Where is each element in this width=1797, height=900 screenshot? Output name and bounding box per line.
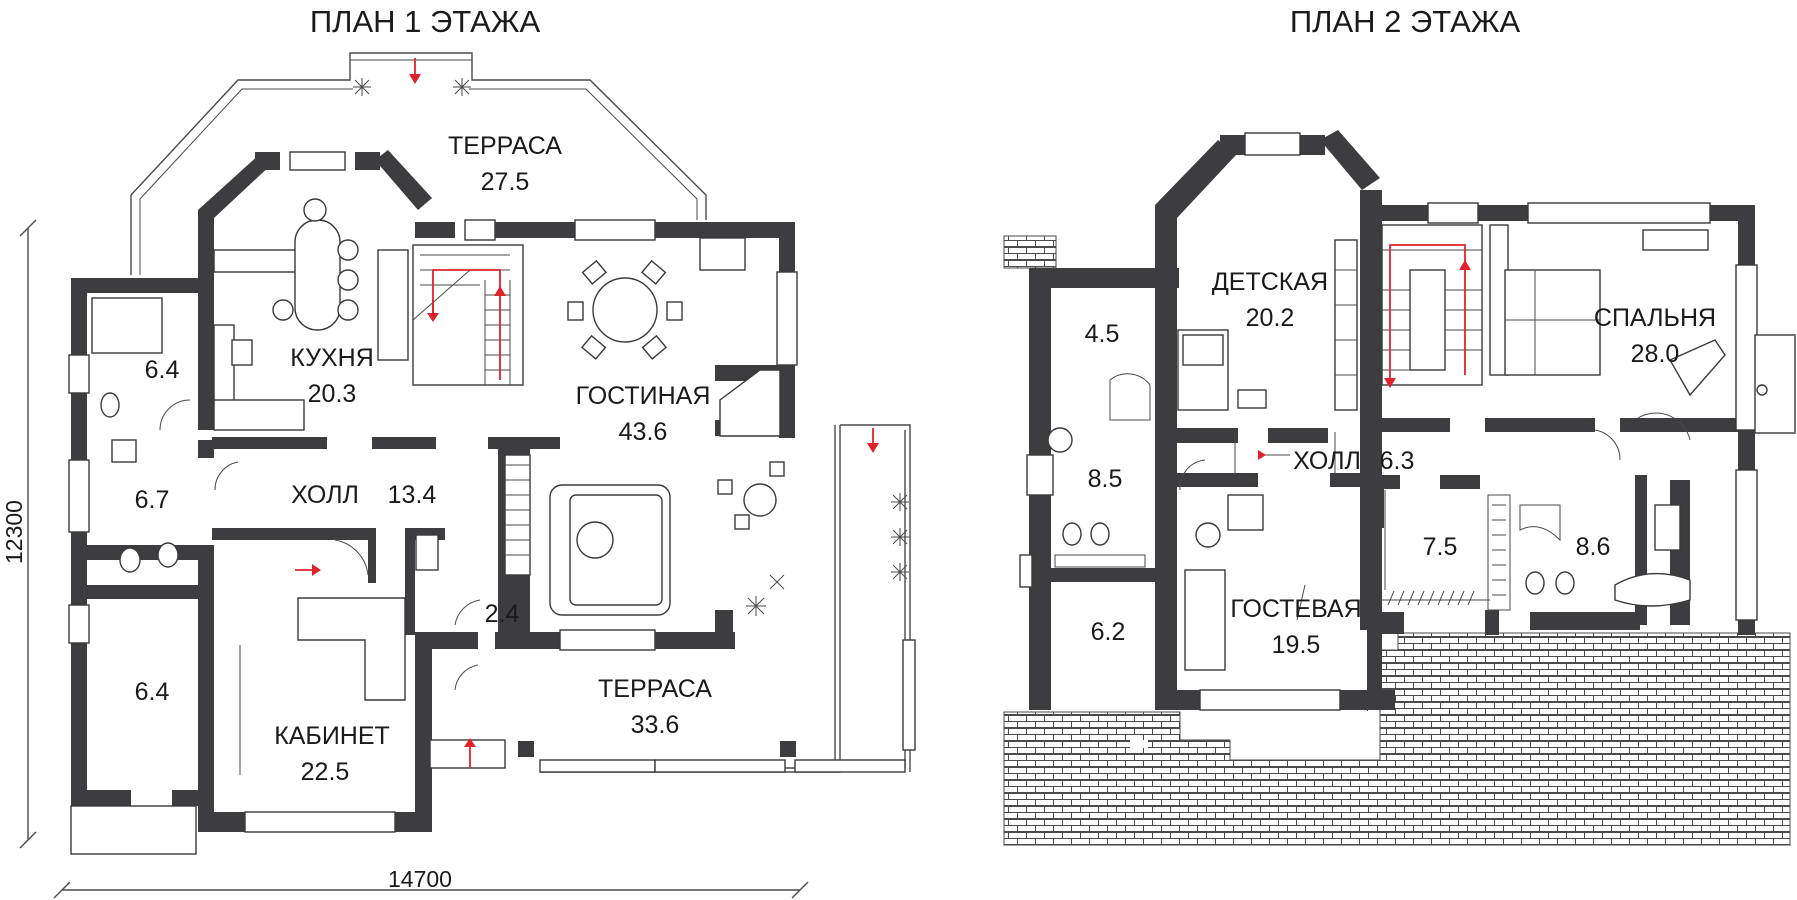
dimension-lines: 12300 14700 [1,219,809,899]
upper-terrace [130,52,707,275]
plant-icon [353,78,471,96]
room-area: 6.3 [1380,447,1415,475]
room-area: 27.5 [481,168,530,196]
bedroom-furniture [1489,224,1726,441]
room-name: СПАЛЬНЯ [1594,304,1716,332]
height-dimension: 12300 [1,500,27,564]
room-name: ГОСТИНАЯ [576,382,711,410]
room-area: 6.4 [135,678,170,706]
cabinet-furniture [239,534,481,775]
room-area: 6.7 [135,486,170,514]
plant-icon [746,574,785,616]
room-name: ДЕТСКАЯ [1212,268,1328,296]
lower-terrace [70,424,916,855]
room-area: 7.5 [1423,533,1458,561]
plan-2-title: ПЛАН 2 ЭТАЖА [1290,4,1521,39]
room-name: ГОСТЕВАЯ [1230,595,1361,623]
floor-2-windows [1019,132,1796,711]
room-name: ХОЛЛ [291,481,359,509]
staircase-floor-2 [1381,224,1483,388]
room-area: 13.4 [388,481,437,509]
plan-floor-1: ПЛАН 1 ЭТАЖА [1,4,916,899]
kids-furniture [1177,239,1358,411]
room-area: 22.5 [301,758,350,786]
floor-2-room-labels: 4.5 ДЕТСКАЯ 20.2 СПАЛЬНЯ 28.0 8.5 ХОЛЛ 6… [1085,268,1716,659]
kitchen-furniture [213,198,409,431]
room-area: 4.5 [1085,320,1120,348]
living-furniture [504,237,785,616]
guest-furniture [1179,432,1336,671]
room-area: 8.6 [1576,533,1611,561]
floor-2-bath [1047,373,1691,611]
room-name: ТЕРРАСА [448,132,562,160]
room-area: 43.6 [619,418,668,446]
floor-1-room-labels: ТЕРРАСА 27.5 КУХНЯ 20.3 ГОСТИНАЯ 43.6 6.… [135,132,713,786]
room-area: 2.4 [485,600,520,628]
room-area: 19.5 [1272,631,1321,659]
room-name: КАБИНЕТ [274,722,390,750]
room-name: КУХНЯ [290,344,374,372]
room-area: 28.0 [1631,340,1680,368]
room-area: 20.3 [308,380,357,408]
room-name: ТЕРРАСА [598,675,712,703]
floor-1-windows [68,151,798,833]
room-area: 6.4 [145,356,180,384]
plant-icon [891,493,909,581]
room-name: ХОЛЛ [1293,447,1361,475]
room-area: 20.2 [1246,304,1295,332]
room-area: 33.6 [631,711,680,739]
plan-1-title: ПЛАН 1 ЭТАЖА [310,4,541,39]
room-area: 6.2 [1091,618,1126,646]
roof-areas [1003,235,1791,846]
plan-floor-2: ПЛАН 2 ЭТАЖА [1003,4,1796,846]
staircase-floor-1 [412,244,524,386]
floor-1-bath [91,297,239,573]
room-area: 8.5 [1088,465,1123,493]
width-dimension: 14700 [388,866,452,892]
